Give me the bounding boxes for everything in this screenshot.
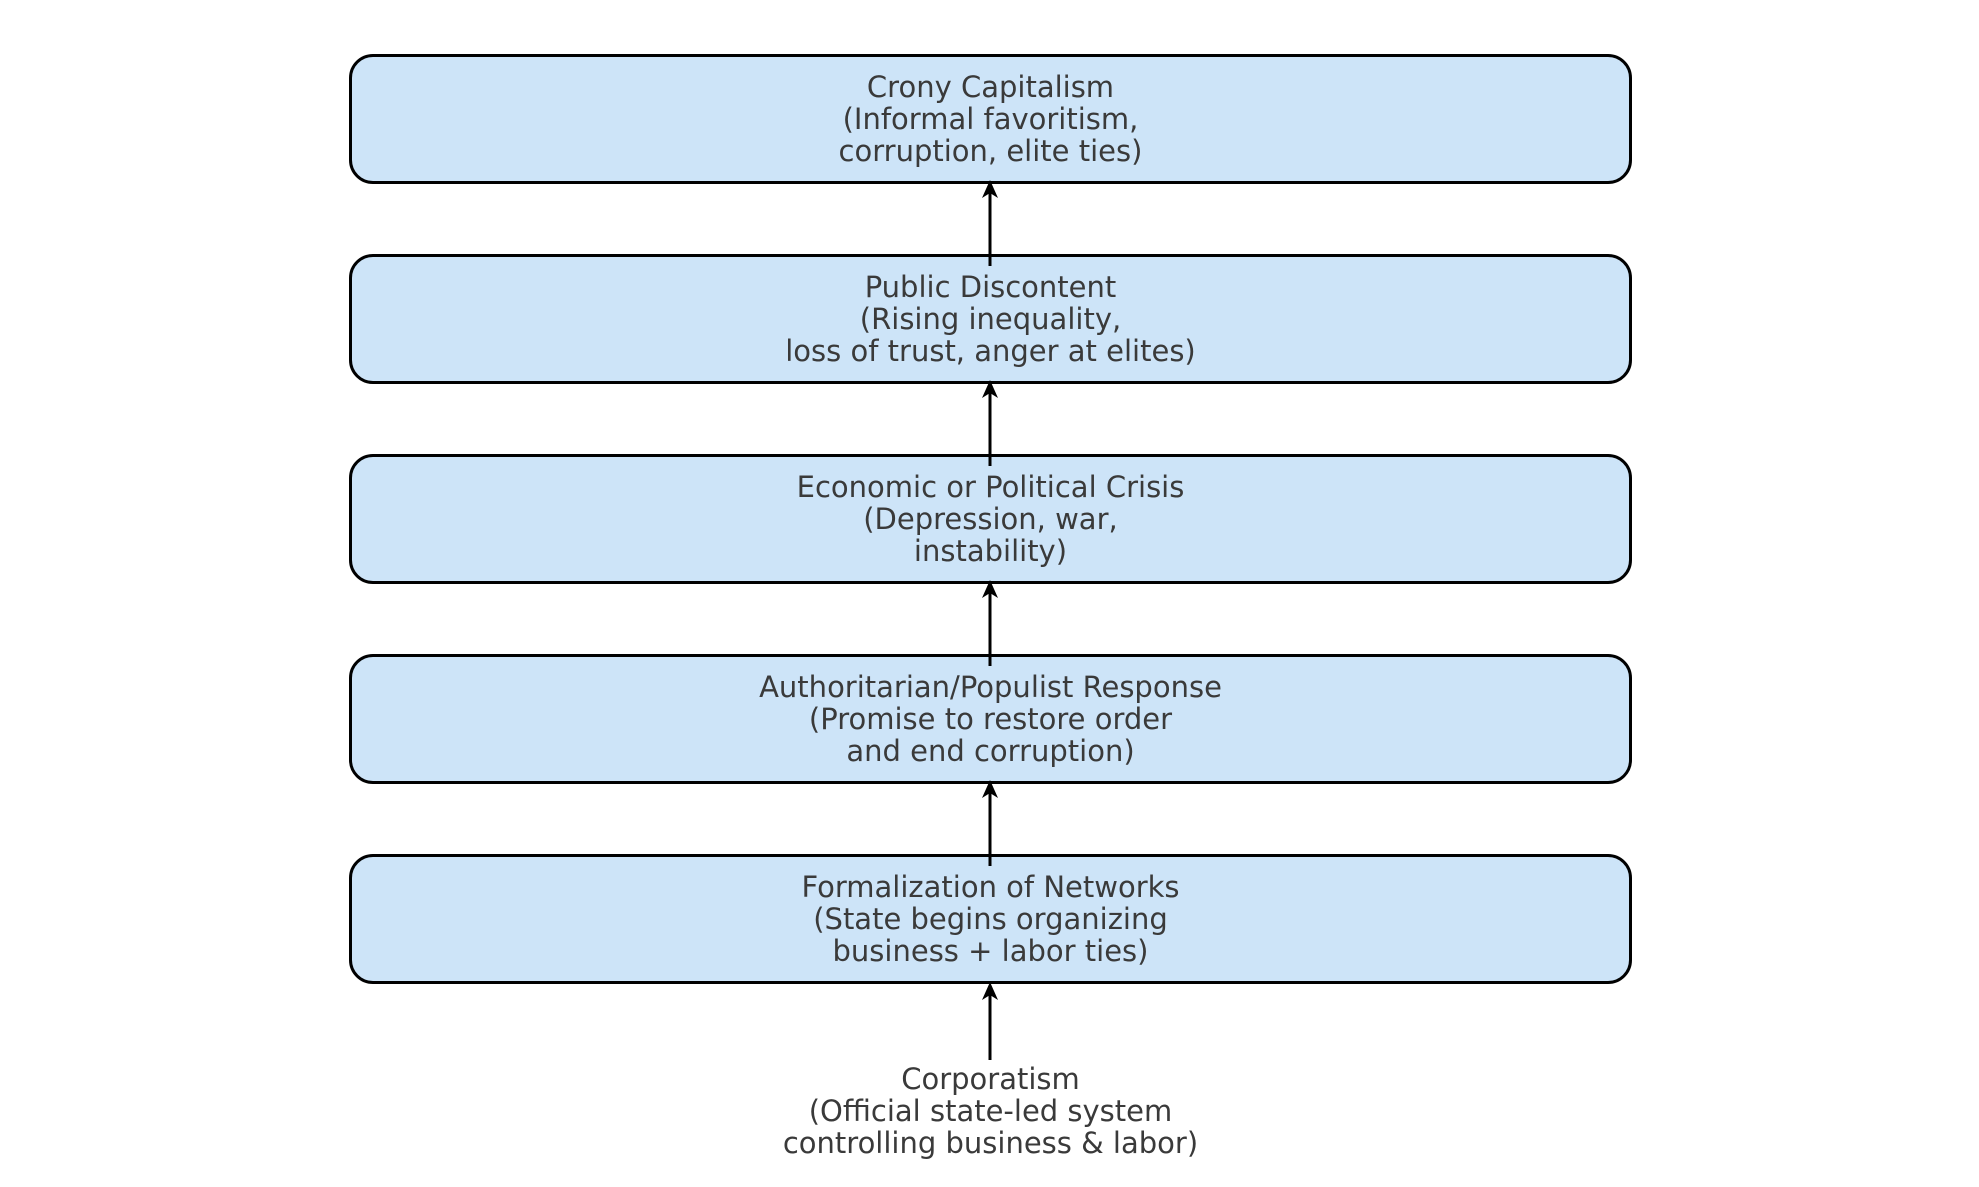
node-crony-capitalism: Crony Capitalism (Informal favoritism, c… bbox=[349, 54, 1632, 184]
node-economic-or-political-crisis: Economic or Political Crisis (Depression… bbox=[349, 454, 1632, 584]
node-corporatism: Corporatism (Official state-led system c… bbox=[349, 1063, 1632, 1159]
node-crony-capitalism-label: Crony Capitalism (Informal favoritism, c… bbox=[838, 70, 1143, 168]
node-corporatism-label: Corporatism (Official state-led system c… bbox=[782, 1062, 1199, 1160]
node-formalization-of-networks: Formalization of Networks (State begins … bbox=[349, 854, 1632, 984]
up-arrow-icon bbox=[982, 982, 998, 1060]
node-authoritarian-populist-response-label: Authoritarian/Populist Response (Promise… bbox=[759, 670, 1222, 768]
node-formalization-of-networks-label: Formalization of Networks (State begins … bbox=[801, 870, 1180, 968]
node-public-discontent: Public Discontent (Rising inequality, lo… bbox=[349, 254, 1632, 384]
node-public-discontent-label: Public Discontent (Rising inequality, lo… bbox=[785, 270, 1196, 368]
node-economic-or-political-crisis-label: Economic or Political Crisis (Depression… bbox=[796, 470, 1185, 568]
node-authoritarian-populist-response: Authoritarian/Populist Response (Promise… bbox=[349, 654, 1632, 784]
